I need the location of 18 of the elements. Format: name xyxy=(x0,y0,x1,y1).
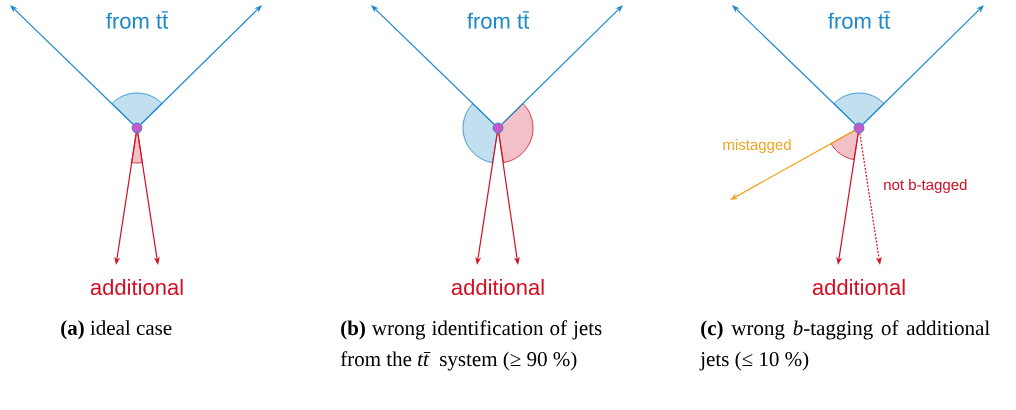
caption: (a) ideal case xyxy=(61,320,172,340)
caption: (b) wrong identification of jets from the tt̄ system (≥ 90 %) xyxy=(340,320,602,371)
axis-label: from tt̄ xyxy=(467,11,529,29)
arrow xyxy=(732,5,856,125)
axis-label: from tt̄ xyxy=(828,11,890,29)
caption: (c) wrong b-tagging of additional jets (≤ 10 %) xyxy=(699,320,990,371)
axis-label: additional xyxy=(90,278,183,296)
arrow xyxy=(501,5,623,125)
arrow xyxy=(371,5,495,125)
axis-label: from tt̄ xyxy=(106,11,168,29)
arrow xyxy=(140,5,262,125)
edge-label: not b-tagged xyxy=(884,179,967,193)
arrow xyxy=(10,5,134,125)
arrow xyxy=(862,5,984,125)
arrow xyxy=(730,130,855,200)
axis-label: additional xyxy=(812,278,905,296)
edge-label: mistagged xyxy=(723,139,791,153)
axis-label: additional xyxy=(451,278,544,296)
